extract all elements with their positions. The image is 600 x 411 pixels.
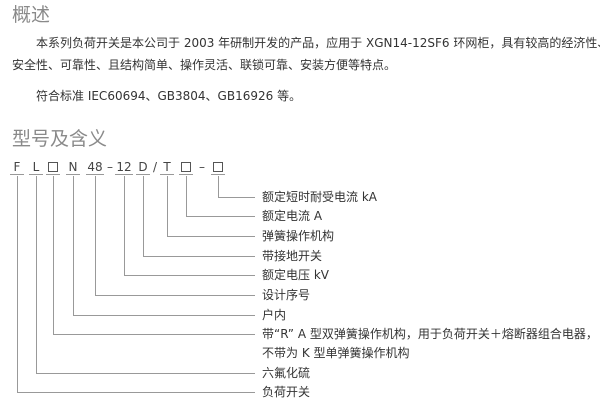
connector-line [124, 275, 255, 276]
overview-paragraph-line2: 安全性、可靠性、且结构简单、操作灵活、联锁可靠、安装方便等特点。 [12, 58, 397, 72]
connector-line [167, 176, 168, 236]
meaning-load-switch: 负荷开关 [262, 385, 311, 399]
connector-line [143, 256, 255, 257]
code-l: L [29, 160, 43, 175]
meaning-short-time-current: 额定短时耐受电流 kA [262, 190, 377, 204]
connector-line [73, 176, 74, 315]
meaning-design-number: 设计序号 [262, 288, 311, 302]
code-t: T [160, 160, 174, 175]
meaning-rated-current: 额定电流 A [262, 209, 323, 223]
meaning-earthing-switch: 带接地开关 [262, 249, 323, 263]
connector-line [53, 176, 54, 334]
connector-line [218, 176, 219, 197]
code-f: F [10, 160, 24, 175]
connector-line [218, 197, 255, 198]
meaning-spring-mechanism: 弹簧操作机构 [262, 229, 335, 243]
code-dash: – [107, 160, 113, 174]
meaning-k-type: 不带为 K 型单弹簧操作机构 [262, 346, 410, 360]
connector-line [186, 176, 187, 216]
overview-paragraph-line1: 本系列负荷开关是本公司于 2003 年研制开发的产品，应用于 XGN14-12S… [36, 36, 600, 50]
connector-line [95, 295, 255, 296]
connector-line [73, 315, 255, 316]
code-placeholder-kA [211, 160, 225, 175]
connector-line [186, 216, 255, 217]
placeholder-box-icon [213, 162, 223, 172]
connector-line [167, 236, 255, 237]
connector-line [17, 176, 18, 392]
code-d: D [136, 160, 150, 175]
connector-line [95, 176, 96, 295]
meaning-rated-voltage: 额定电压 kV [262, 268, 329, 282]
connector-line [124, 176, 125, 275]
connector-line [53, 334, 255, 335]
meaning-sf6: 六氟化硫 [262, 366, 311, 380]
meaning-r-type: 带“R” A 型双弹簧操作机构，用于负荷开关＋熔断器组合电器， [262, 327, 598, 341]
code-slash: / [152, 160, 158, 174]
connector-line [36, 373, 255, 374]
code-placeholder-r [46, 160, 60, 175]
connector-line [17, 392, 255, 393]
code-dash: – [199, 160, 205, 174]
code-placeholder-current [179, 160, 193, 175]
code-12: 12 [115, 160, 133, 175]
code-48: 48 [86, 160, 104, 175]
connector-line [36, 176, 37, 373]
code-n: N [66, 160, 80, 175]
model-heading: 型号及含义 [12, 128, 108, 150]
connector-line [143, 176, 144, 256]
standards-paragraph: 符合标准 IEC60694、GB3804、GB16926 等。 [36, 89, 302, 103]
meaning-indoor: 户内 [262, 308, 287, 322]
placeholder-box-icon [181, 162, 191, 172]
overview-heading: 概述 [12, 4, 51, 26]
placeholder-box-icon [48, 162, 58, 172]
